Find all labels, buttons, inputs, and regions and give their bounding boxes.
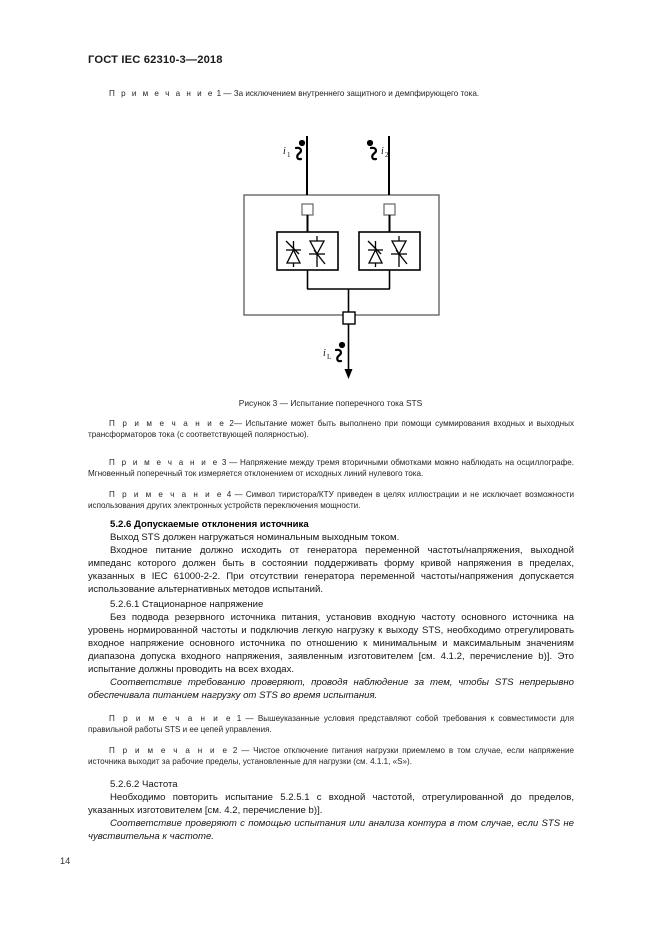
current-transformer-icon-input-2 [366,139,378,161]
label-output-current: i L [323,348,331,361]
note-text: Напряжение между тремя вторичными обмотк… [88,458,574,479]
note-text: Чистое отключение питания нагрузки прием… [88,746,574,767]
section-5-2-6-2-heading: 5.2.6.2 Частота [110,779,178,790]
section-5-2-6-1-conformity-statement: Соответствие требованию проверяют, прово… [88,677,574,701]
current-transformer-icon-output [334,341,346,363]
section-5-2-6-1-note-2: П р и м е ч а н и е 2 — Чистое отключени… [88,745,574,768]
note-text: — За исключением внутреннего защитного и… [223,89,480,98]
svg-text:i: i [323,348,326,359]
note-text: Вышеуказанные условия представляют собой… [88,714,574,735]
note-label: П р и м е ч а н и е [109,746,229,755]
note-text: Символ тиристора/КТУ приведен в целях ил… [88,490,575,511]
note-number: 1 — [236,714,254,723]
note-number: 2— [229,419,242,428]
svg-text:2: 2 [385,151,389,159]
svg-text:1: 1 [287,151,291,159]
note-4-after-figure: П р и м е ч а н и е 4 — Символ тиристора… [88,489,574,512]
sts-enclosure-frame [243,194,440,316]
output-current-arrow [344,369,353,379]
note-text: Испытание может быть выполнено при помощ… [88,419,574,440]
note-3-after-figure: П р и м е ч а н и е 3 — Напряжение между… [88,457,574,480]
note-label: П р и м е ч а н и е [109,419,226,428]
note-label: П р и м е ч а н и е [109,89,215,98]
page-number: 14 [60,856,71,866]
note-number: 4 — [226,490,243,499]
section-5-2-6-1-heading: 5.2.6.1 Стационарное напряжение [110,599,264,610]
section-5-2-6-paragraph-2: Входное питание должно исходить от генер… [88,545,574,595]
note-label: П р и м е ч а н и е [109,458,220,467]
section-5-2-6-1-paragraph-1: Без подвода резервного источника питания… [88,612,574,675]
note-number: 3 — [221,458,238,467]
figure-3-sts-cross-current-test: i 1 i 2 [0,128,661,386]
terminal-input-1 [301,203,314,216]
section-5-2-6-heading: 5.2.6 Допускаемые отклонения источника [110,519,309,530]
svg-text:i: i [381,146,384,157]
page-header: ГОСТ IEC 62310-3—2018 [0,54,661,80]
terminal-output [342,311,356,325]
terminal-input-2 [383,203,396,216]
label-input-current-1: i 1 [283,146,291,159]
figure-3-caption: Рисунок 3 — Испытание поперечного тока S… [238,398,423,408]
note-2-after-figure: П р и м е ч а н и е 2— Испытание может б… [88,418,574,441]
section-5-2-6-2: 5.2.6.2 Частота Необходимо повторить исп… [88,778,574,843]
svg-text:i: i [283,146,286,157]
section-5-2-6: 5.2.6 Допускаемые отклонения источника В… [88,518,574,596]
note-number: 1 [216,89,222,98]
current-transformer-icon-input-1 [294,139,306,161]
svg-text:L: L [327,353,331,361]
note-label: П р и м е ч а н и е [109,714,233,723]
antiparallel-thyristor-block-1 [276,231,339,271]
section-5-2-6-1-note-1: П р и м е ч а н и е 1 — Вышеуказанные ус… [88,713,574,736]
section-5-2-6-paragraph-1: Выход STS должен нагружаться номинальным… [110,532,400,543]
antiparallel-thyristor-block-2 [358,231,421,271]
section-5-2-6-2-paragraph-1: Необходимо повторить испытание 5.2.5.1 с… [88,792,574,816]
section-5-2-6-2-conformity-statement: Соответствие проверяют с помощью испытан… [88,818,574,842]
note-1-top: П р и м е ч а н и е 1 — За исключением в… [88,88,574,99]
note-label: П р и м е ч а н и е [109,490,224,499]
circuit-diagram-svg: i 1 i 2 [243,136,440,379]
label-input-current-2: i 2 [381,146,389,159]
note-number: 2 — [232,746,250,755]
document-standard-number: ГОСТ IEC 62310-3—2018 [88,54,223,66]
section-5-2-6-1: 5.2.6.1 Стационарное напряжение Без подв… [88,598,574,702]
